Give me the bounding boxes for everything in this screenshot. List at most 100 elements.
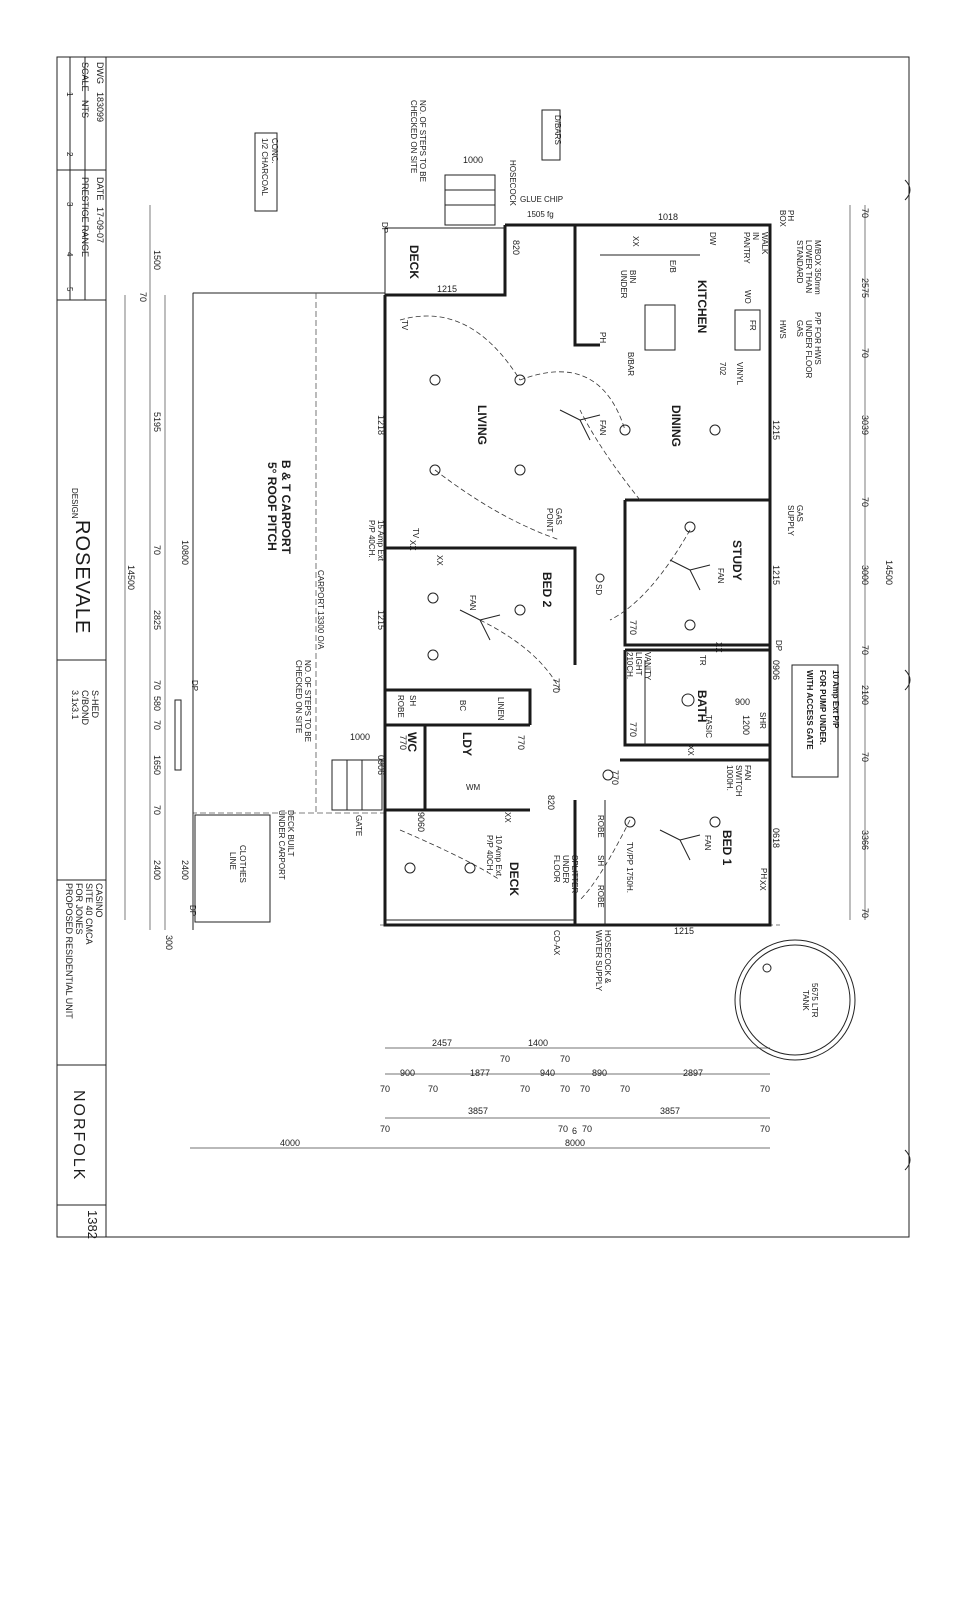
- note-text: UNDER FLOOR: [804, 320, 813, 378]
- bottom-dimension-chain: 2457 1400 70 70 900 1877 940 890 2897 70…: [280, 1038, 770, 1148]
- note-text: LINEN: [496, 697, 505, 721]
- note-text: LOWER THAN: [804, 240, 813, 293]
- note-text: TV: [411, 528, 420, 539]
- dim-label: 70: [860, 208, 870, 218]
- note-text: WALK: [760, 232, 769, 255]
- note-text: WATER SUPPLY: [594, 930, 603, 992]
- note-text: GAS: [795, 505, 804, 522]
- clothes-line: CLOTHES LINE DECK BUILT UNDER CARPORT: [194, 810, 295, 923]
- dim-label: 70: [860, 908, 870, 918]
- house-walls: [383, 223, 772, 927]
- dim-label: 70: [560, 1084, 570, 1094]
- dim-label: 580: [152, 696, 162, 711]
- note-text: FAN: [468, 595, 477, 611]
- note-text: GLUE CHIP: [520, 195, 563, 204]
- note-text: DP: [774, 640, 783, 651]
- dim-label: 940: [540, 1068, 555, 1078]
- top-dimension-chain: 70 2575 70 3039 70 3000 70 2100 70 3366 …: [860, 208, 894, 918]
- dim-label: 70: [380, 1084, 390, 1094]
- fan-icon: [459, 609, 501, 641]
- wiring: [399, 315, 691, 901]
- room-label-bath: BATH: [695, 690, 709, 722]
- note-text: BOX: [778, 210, 787, 228]
- dim-label: 70: [138, 292, 148, 302]
- note-text: FAN: [743, 765, 752, 781]
- note-text: XX: [686, 745, 695, 756]
- dim-label: 70: [620, 1084, 630, 1094]
- ceiling-fans: [459, 409, 711, 861]
- dim-label: 2457: [432, 1038, 452, 1048]
- note-text: SUPPLY: [786, 505, 795, 537]
- room-label-bed1: BED 1: [720, 830, 734, 866]
- note-text: CONC.: [270, 138, 279, 164]
- revision-marks: 1 2 3 4 5: [65, 92, 74, 292]
- description-line: FOR JONES: [74, 883, 84, 935]
- room-label-ldy: LDY: [460, 732, 474, 756]
- dim-label: 1000: [463, 155, 483, 165]
- dim-label: 770: [628, 722, 638, 737]
- note-text: XX: [435, 555, 444, 566]
- note-text: DP: [380, 222, 389, 233]
- steps-note: CHECKED ON SITE: [294, 660, 303, 733]
- note-text: GAS: [795, 320, 804, 337]
- note-text: PH: [759, 868, 768, 879]
- steps-note: NO. OF STEPS TO BE: [303, 660, 312, 742]
- note-text: SH: [408, 695, 417, 706]
- note-text: P/P FOR HWS: [813, 312, 822, 365]
- note-text: POINT: [545, 508, 554, 533]
- binder-marks: [904, 179, 911, 1171]
- dim-label: 770: [516, 735, 526, 750]
- note-text: XX: [714, 642, 723, 653]
- note-text: BC: [458, 700, 467, 711]
- dim-label: 1215: [771, 565, 781, 585]
- dim-label: 1218: [376, 415, 386, 435]
- note-text: SWITCH: [734, 765, 743, 797]
- dim-label: 1215: [771, 420, 781, 440]
- dim-label: 3000: [860, 565, 870, 585]
- note-text: XX: [503, 812, 512, 823]
- note-text: LIGHT: [634, 652, 643, 676]
- room-label-kitchen: KITCHEN: [695, 280, 709, 333]
- room-label-wc: WC: [405, 732, 419, 752]
- note-text: FAN: [703, 835, 712, 851]
- dim-label: 2575: [860, 278, 870, 298]
- description-line: SITE 40 CMCA: [84, 883, 94, 945]
- note-text: 1000H.: [725, 765, 734, 791]
- note-text: TR: [698, 655, 707, 666]
- water-tank: 5675 LTR TANK: [734, 939, 856, 1061]
- roof-pitch-label: 5° ROOF PITCH: [265, 462, 279, 551]
- dim-label: 820: [511, 240, 521, 255]
- note-text: FLOOR: [552, 855, 561, 883]
- note-text: 1505 fg: [527, 210, 554, 219]
- dim-label: 5195: [152, 412, 162, 432]
- dim-label: 1215: [376, 610, 386, 630]
- tank-label: TANK: [801, 990, 810, 1011]
- note-text: CHECKED ON SITE: [409, 100, 418, 173]
- clothes-line-label: CLOTHES: [238, 845, 247, 883]
- dim-label: 70: [558, 1124, 568, 1134]
- note-text: BIN: [628, 270, 637, 284]
- dim-label: 3857: [660, 1106, 680, 1116]
- fan-icon: [659, 829, 701, 861]
- dim-label: 1018: [658, 212, 678, 222]
- note-text: FAN: [716, 568, 725, 584]
- light-fittings: [404, 374, 721, 874]
- dim-label: 70: [428, 1084, 438, 1094]
- dim-label: 1215: [674, 926, 694, 936]
- note-text: P/P 40CH.: [485, 835, 494, 873]
- rev-mark: 1: [65, 92, 74, 97]
- dim-label: 890: [592, 1068, 607, 1078]
- dwg-value: 183099: [95, 92, 105, 122]
- date-value: 17-09-07: [95, 207, 105, 243]
- dim-label: 70: [152, 545, 162, 555]
- inner-dimensions: 1000 820 1018 1215 1218 1215 1215 1215 1…: [350, 155, 781, 936]
- deck-built-note: UNDER CARPORT: [277, 810, 286, 880]
- note-text: DP: [190, 680, 199, 691]
- carport-size-note: CARPORT 13300 O/A: [316, 570, 325, 650]
- note-text: HOSECOCK: [508, 160, 517, 206]
- sheet-border: [56, 56, 910, 1238]
- title-block: DWG 183099 DATE 17-09-07 SCALE NTS PREST…: [57, 57, 106, 1239]
- size-value: 3.1x3.1: [70, 690, 80, 720]
- note-text: FAN: [598, 420, 607, 436]
